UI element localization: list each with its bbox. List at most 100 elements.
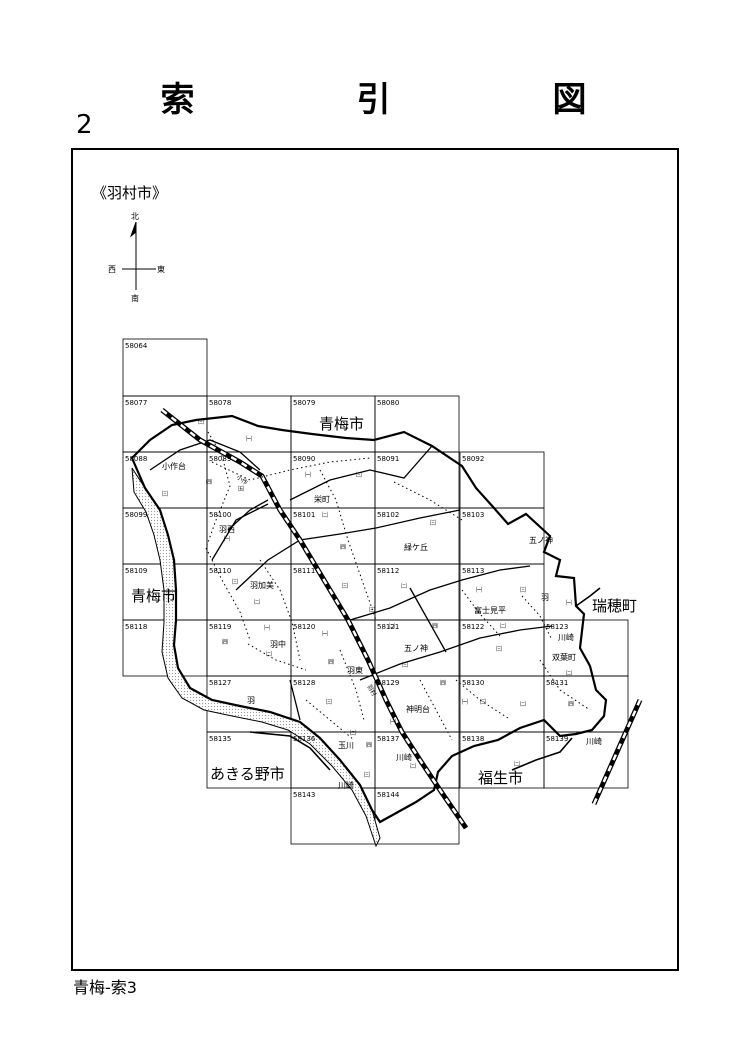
- chome-marker: ㈡: [514, 760, 520, 768]
- chome-marker: ㈣: [568, 700, 574, 708]
- grid-cell-id: 58119: [209, 623, 231, 631]
- grid-cell-id: 58101: [293, 511, 315, 519]
- grid-cell-id: 58137: [377, 735, 399, 743]
- grid-cell-id: 58110: [209, 567, 231, 575]
- town-hane-w: 羽: [247, 696, 255, 705]
- town-shinmeidai: 神明台: [406, 704, 430, 714]
- muni-akiruno: あきる野市: [210, 765, 285, 783]
- chome-marker: ㈢: [364, 771, 370, 779]
- city-label: 《羽村市》: [92, 184, 168, 202]
- chome-marker: ㈣: [328, 658, 334, 666]
- chome-marker: ㈠: [246, 435, 252, 443]
- chome-marker: ㈠: [462, 698, 468, 706]
- chome-marker: ㈢: [520, 586, 526, 594]
- chome-marker: ㈣: [432, 622, 438, 630]
- chome-marker: ㈢: [342, 582, 348, 590]
- chome-marker: ㈣: [340, 543, 346, 551]
- grid-cell-id: 58088: [125, 455, 147, 463]
- grid-cell-id: 58143: [293, 791, 315, 799]
- town-hane-e: 羽: [541, 593, 549, 602]
- grid-cell-id: 58089: [209, 455, 231, 463]
- grid-cell-id: 58103: [462, 511, 484, 519]
- footer-page-ref: 青梅-索3: [73, 978, 137, 997]
- chome-marker: ㈡: [500, 622, 506, 630]
- town-hanishi: 羽西: [219, 525, 235, 534]
- main-roads: [149, 439, 553, 721]
- muni-oume-west: 青梅市: [131, 587, 176, 605]
- grid-cell-id: 58129: [377, 679, 399, 687]
- chome-marker: ㈠: [476, 586, 482, 594]
- chome-marker: ㈣: [206, 478, 212, 486]
- town-osakudai: 小作台: [162, 461, 186, 471]
- town-kawasaki-s: 川崎: [396, 752, 412, 762]
- grid-cell-id: 58091: [377, 455, 399, 463]
- chome-marker: ㈣: [222, 638, 228, 646]
- chome-marker: ㈡: [566, 669, 572, 677]
- town-kawasaki-sw: 川崎: [338, 780, 354, 790]
- town-fujimidaira: 富士見平: [474, 605, 506, 615]
- chome-marker: ㈡: [401, 582, 407, 590]
- grid-cell-id: 58102: [377, 511, 399, 519]
- city-boundary: [130, 414, 608, 824]
- railway: [160, 408, 643, 830]
- grid-cell-id: 58078: [209, 399, 231, 407]
- index-grid: [122, 338, 629, 845]
- compass-rose: [122, 221, 156, 290]
- page-title: 索 引 図: [160, 80, 651, 120]
- muni-oume-north: 青梅市: [319, 415, 364, 433]
- grid-cell-id: 58138: [462, 735, 484, 743]
- grid-cell-id: 58099: [125, 511, 147, 519]
- grid-cell-id: 58130: [462, 679, 484, 687]
- chome-marker: ㈢: [162, 490, 168, 498]
- grid-cell-id: 58135: [209, 735, 231, 743]
- grid-cell-id: 58112: [377, 567, 399, 575]
- chome-marker: ㈢: [402, 661, 408, 669]
- grid-cell-id: 58131: [546, 679, 568, 687]
- chome-marker: ㈠: [224, 535, 230, 543]
- grid-cell-id: 58092: [462, 455, 484, 463]
- grid-cell-id: 58109: [125, 567, 147, 575]
- page-number: 2: [76, 110, 93, 140]
- town-gonokami-ne: 五ノ神: [529, 535, 553, 545]
- town-kawasaki-ne: 川崎: [558, 632, 574, 642]
- district-borders: [205, 431, 591, 741]
- town-hanekami: 羽加美: [250, 580, 274, 590]
- chome-marker: ㈠: [566, 599, 572, 607]
- grid-cell-id: 58120: [293, 623, 315, 631]
- town-hanehigashi: 羽東: [347, 665, 363, 675]
- map-frame: [71, 148, 679, 971]
- station-osaku: 小作: [235, 473, 249, 486]
- chome-marker: ㈢: [430, 519, 436, 527]
- town-sakaecho: 栄町: [314, 494, 330, 504]
- chome-marker: ㈠: [322, 630, 328, 638]
- grid-cell-id: 58064: [125, 342, 148, 350]
- chome-marker: ㈤: [238, 485, 244, 493]
- grid-cell-id: 58122: [462, 623, 484, 631]
- grid-cell-id: 58136: [293, 735, 316, 743]
- chome-marker: ㈣: [440, 679, 446, 687]
- compass-south: 南: [131, 293, 139, 303]
- chome-marker: ㈢: [232, 578, 238, 586]
- grid-cell-id: 58144: [377, 791, 400, 799]
- chome-marker: ㈢: [198, 418, 204, 426]
- chome-marker: ㈣: [366, 741, 372, 749]
- chome-marker: ㈡: [410, 762, 416, 770]
- chome-marker: ㈢: [480, 698, 486, 706]
- grid-cell-id: 58100: [209, 511, 231, 519]
- grid-cell-id: 58118: [125, 623, 147, 631]
- chome-marker: ㈢: [369, 606, 375, 614]
- grid-cell-id: 58128: [293, 679, 315, 687]
- compass-north: 北: [131, 212, 139, 221]
- chome-marker: ㈢: [326, 698, 332, 706]
- town-futabacho: 双葉町: [552, 652, 576, 662]
- outer-boundaries: [249, 587, 601, 771]
- grid-cell-id: 58111: [293, 567, 315, 575]
- grid-cell-id: 58090: [293, 455, 315, 463]
- town-kawasaki-far: 川崎: [586, 736, 602, 746]
- grid-cell-id: 58079: [293, 399, 315, 407]
- chome-marker: ㈢: [496, 645, 502, 653]
- town-midorigaoka: 緑ケ丘: [404, 542, 428, 552]
- town-tamagawa: 玉川: [338, 741, 354, 750]
- chome-marker: ㈡: [389, 622, 395, 630]
